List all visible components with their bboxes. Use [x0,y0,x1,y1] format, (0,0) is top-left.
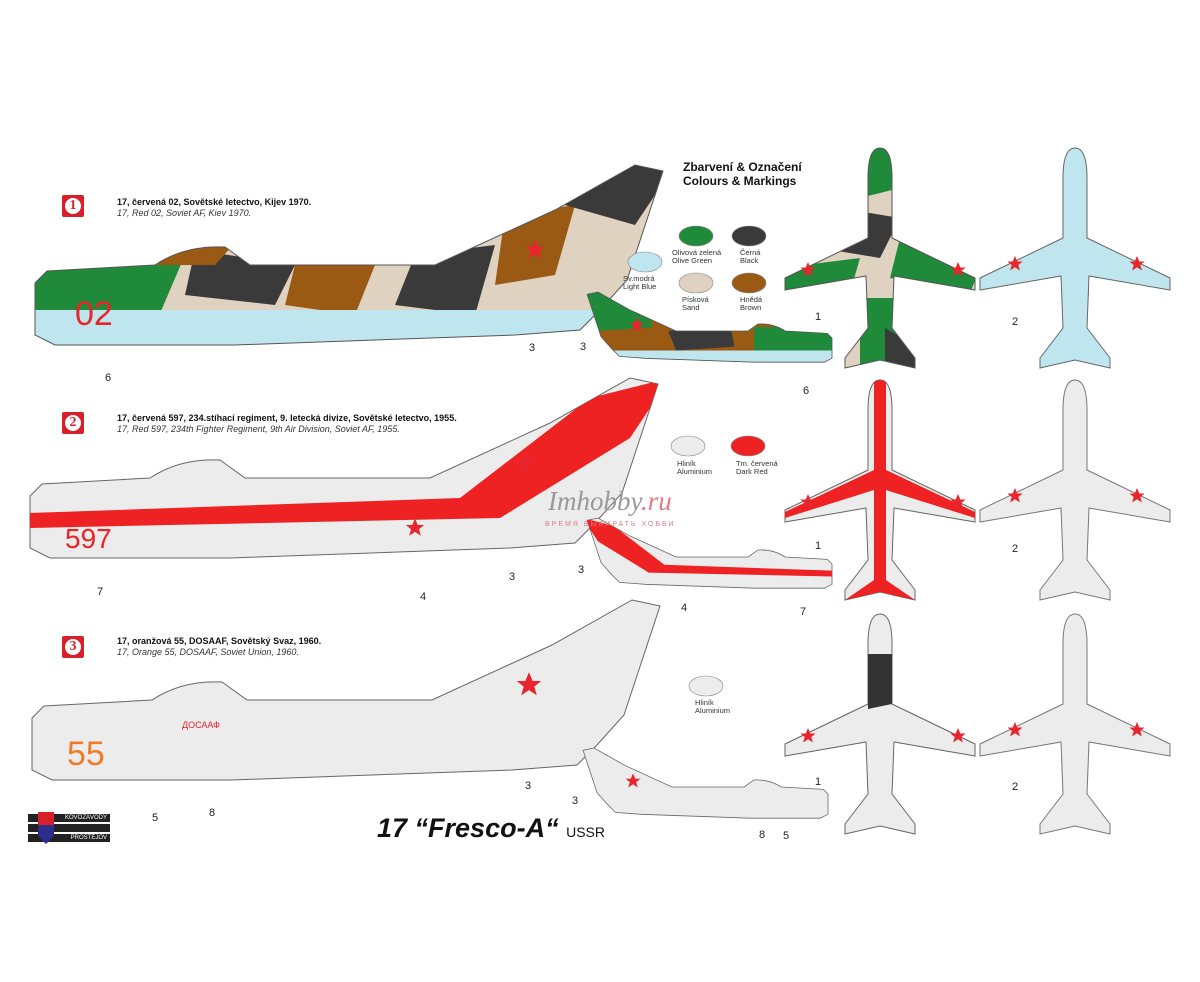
scheme-badge-2: 2 [62,412,84,434]
scheme2-side-view: 597 [29,377,659,559]
kovozavody-logo: KOVOZÁVODY PROSTĚJOV [28,812,110,844]
callout: 1 [815,540,822,552]
logo-line2: PROSTĚJOV [28,834,110,842]
callout: 2 [1012,781,1019,793]
callout: 7 [97,586,104,598]
callout: 4 [681,602,688,614]
colour-swatches [627,225,767,697]
callout: 3 [580,341,587,353]
scheme1-caption: 17, červená 02, Sovětské letectvo, Kijev… [117,197,312,218]
tactical-number: 55 [67,735,105,773]
callout: 7 [800,606,807,618]
callout: 8 [209,807,216,819]
sheet-title: 17 “Fresco-A“ USSR [377,813,605,843]
logo-line1: KOVOZÁVODY [28,814,110,822]
callout: 3 [578,564,585,576]
tactical-number: 02 [75,295,113,333]
scheme1-side-view: 02 [34,164,664,346]
scheme3-small-side-view [582,747,829,819]
callout: 3 [529,342,536,354]
scheme2-caption: 17, červená 597, 234.stíhací regiment, 9… [117,413,457,434]
scheme3-side-view: 55 ДОСААФ [31,599,661,781]
logo-bar [28,824,110,832]
callout: 8 [759,829,766,841]
callout: 3 [572,795,579,807]
callout: 6 [803,385,810,397]
scheme3-caption: 17, oranžová 55, DOSAAF, Sovětský Svaz, … [117,636,322,657]
callout: 5 [783,830,790,842]
scheme2-bottom-view [979,379,1171,601]
callout: 5 [152,812,159,824]
shield-icon [38,812,54,844]
scheme2-small-side-view [586,517,833,589]
callout: 2 [1012,316,1019,328]
scheme-badge-3: 3 [62,636,84,658]
callout: 4 [420,591,427,603]
callout: 6 [105,372,112,384]
callout: 1 [815,311,822,323]
watermark-tagline: ВРЕМЯ ВЫБИРАТЬ ХОББИ [545,521,676,528]
callout: 1 [815,776,822,788]
scheme3-top-view [784,613,976,835]
scheme3-bottom-view [979,613,1171,835]
dosaaf-lettering: ДОСААФ [182,720,220,730]
scheme2-top-view [784,379,976,601]
callout: 3 [525,780,532,792]
tactical-number: 597 [65,523,112,554]
scheme1-bottom-view [979,147,1171,369]
watermark: Imhobby.ru [548,486,672,516]
scheme-badge-1: 1 [62,195,84,217]
callout: 3 [509,571,516,583]
callout: 2 [1012,543,1019,555]
